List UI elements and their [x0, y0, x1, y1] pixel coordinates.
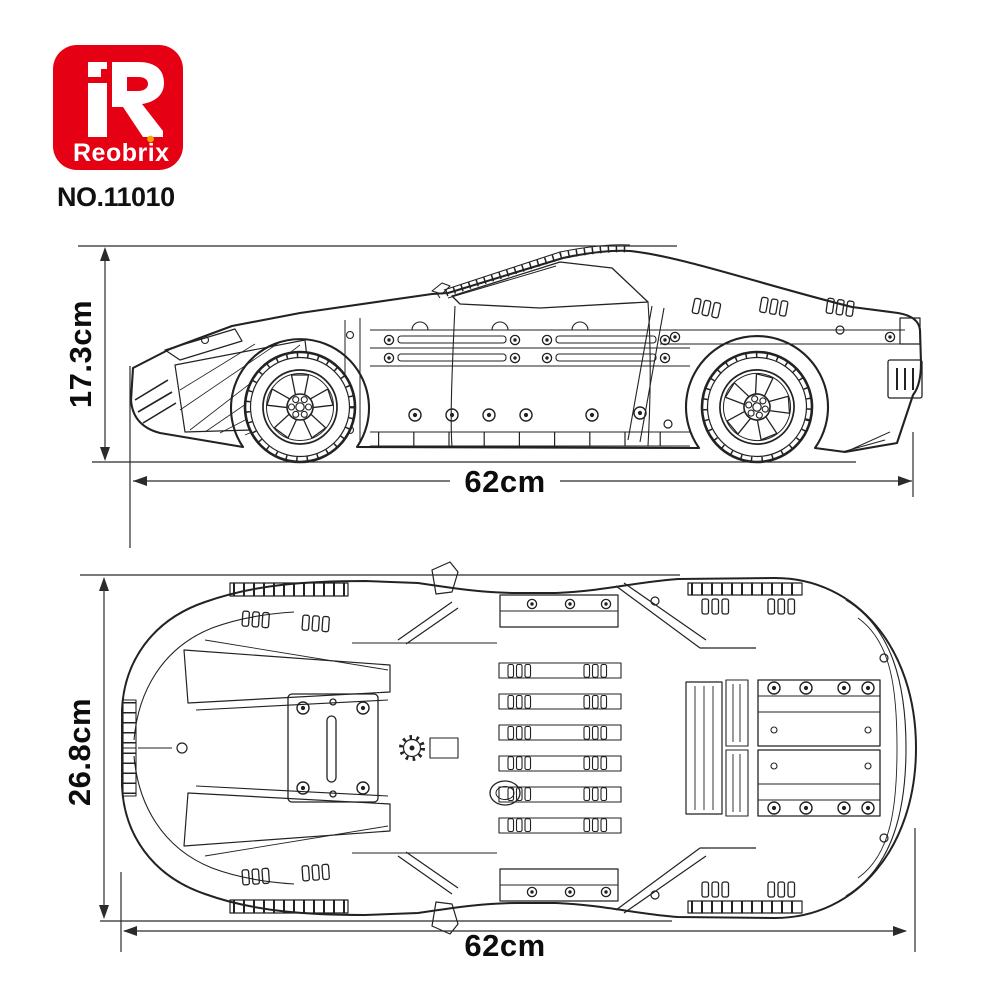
side-body-outline — [129, 249, 923, 454]
top-length-dimension-label: 62cm — [464, 928, 545, 963]
dimension-arrowheads — [100, 247, 912, 486]
logo-accent-dot-icon — [147, 135, 154, 143]
logo-wordmark: Reobrix — [73, 139, 170, 167]
model-number: NO.11010 — [57, 182, 175, 212]
side-view-dimensions — [78, 245, 914, 548]
rear-wheel-icon — [690, 340, 823, 473]
logo-monogram-icon — [88, 62, 164, 137]
car-side-view-drawing-icon — [129, 244, 923, 474]
front-wheel-icon — [245, 352, 355, 462]
top-width-dimension-label: 26.8cm — [62, 698, 97, 806]
car-top-view-drawing-icon — [122, 562, 916, 934]
dimension-arrowheads — [99, 577, 907, 936]
top-view-dimensions — [80, 574, 916, 952]
side-length-dimension-label: 62cm — [464, 464, 545, 499]
side-height-dimension-label: 17.3cm — [63, 300, 98, 408]
reobrix-logo: Reobrix — [53, 45, 183, 170]
